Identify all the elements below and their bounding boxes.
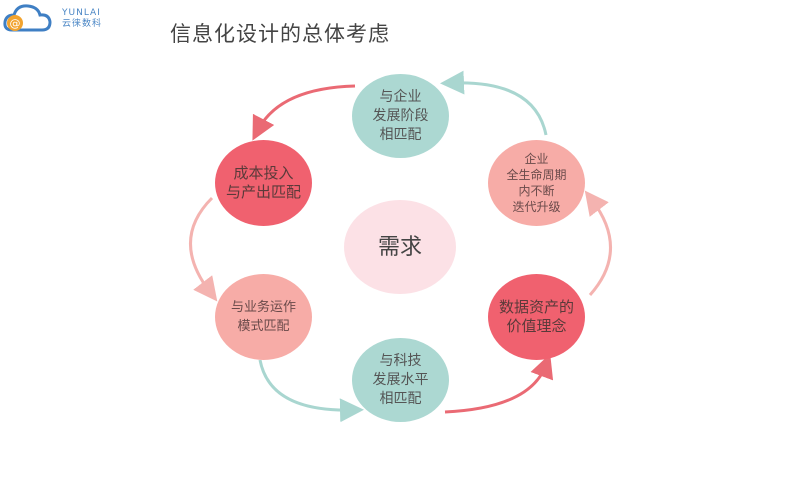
logo-brand-cn: 云徕数科 [62, 19, 103, 29]
cloud-logo-icon: @ [3, 4, 52, 32]
node-line: 内不断 [518, 184, 555, 198]
node-line: 数据资产的 [498, 298, 574, 316]
svg-text:@: @ [10, 17, 21, 30]
center-label: 需求 [377, 234, 422, 260]
node-line: 相匹配 [379, 126, 422, 143]
node-line: 价值理念 [506, 317, 567, 335]
center-node-demand: 需求 [344, 200, 456, 294]
arrow-upper-left-to-lower-left [189, 196, 218, 302]
node-line: 成本投入 [233, 164, 294, 182]
arrow-bottom-to-lower-right [444, 353, 554, 414]
node-cost-output: 成本投入 与产出匹配 [215, 140, 312, 226]
node-line: 发展水平 [372, 371, 429, 388]
node-line: 与业务运作 [230, 300, 296, 315]
node-enterprise-stage: 与企业 发展阶段 相匹配 [352, 74, 449, 158]
arrow-lower-right-to-upper-right [584, 190, 612, 296]
arrow-top-to-upper-left [252, 84, 356, 141]
node-line: 模式匹配 [237, 319, 290, 334]
node-line: 迭代升级 [512, 200, 561, 214]
node-line: 相匹配 [379, 390, 422, 407]
node-line: 企业 [524, 152, 549, 166]
node-data-asset-value: 数据资产的 价值理念 [488, 274, 585, 360]
node-line: 与企业 [379, 88, 422, 105]
logo: @ YUNLAI 云徕数科 [2, 2, 122, 34]
node-business-model: 与业务运作 模式匹配 [215, 274, 312, 360]
node-line: 全生命周期 [506, 168, 567, 182]
node-technology-level: 与科技 发展水平 相匹配 [352, 338, 449, 422]
logo-brand-en: YUNLAI [62, 8, 101, 18]
arrow-lower-left-to-bottom [258, 359, 364, 423]
node-line: 与产出匹配 [225, 183, 301, 201]
page-title: 信息化设计的总体考虑 [170, 22, 390, 46]
arrow-upper-right-to-top [440, 70, 548, 136]
node-lifecycle-iteration: 企业 全生命周期 内不断 迭代升级 [488, 140, 585, 226]
node-line: 与科技 [379, 352, 422, 369]
node-line: 发展阶段 [372, 107, 429, 124]
